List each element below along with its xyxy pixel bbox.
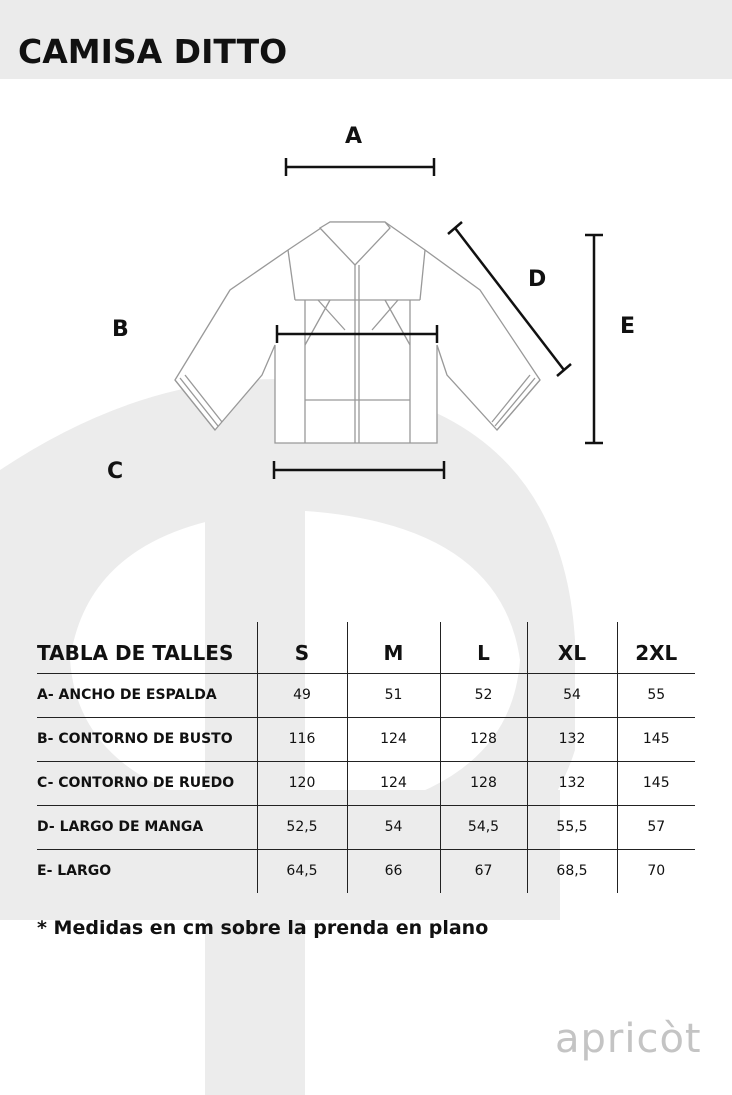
size-xl: XL bbox=[526, 622, 617, 674]
cell: 128 bbox=[439, 717, 527, 762]
cell: 128 bbox=[439, 761, 527, 806]
cell: 145 bbox=[616, 717, 695, 762]
brand-logo: apricòt bbox=[555, 1016, 702, 1062]
cell: 68,5 bbox=[526, 849, 617, 893]
cell: 120 bbox=[256, 761, 347, 806]
label-d: D bbox=[528, 267, 547, 292]
cell: 67 bbox=[439, 849, 527, 893]
cell: 124 bbox=[346, 761, 440, 806]
cell: 54 bbox=[526, 673, 617, 718]
row-label: E- LARGO bbox=[37, 863, 112, 880]
size-l: L bbox=[439, 622, 527, 674]
cell: 55,5 bbox=[526, 805, 617, 850]
row-label: D- LARGO DE MANGA bbox=[37, 805, 257, 850]
cell: 132 bbox=[526, 717, 617, 762]
table-header: TABLA DE TALLES bbox=[37, 622, 257, 674]
cell: 54,5 bbox=[439, 805, 527, 850]
label-a: A bbox=[345, 124, 363, 149]
row-label: B- CONTORNO DE BUSTO bbox=[37, 717, 257, 762]
row-label: A- ANCHO DE ESPALDA bbox=[37, 673, 257, 718]
cell: 49 bbox=[256, 673, 347, 718]
cell: 54 bbox=[346, 805, 440, 850]
cell: 116 bbox=[256, 717, 347, 762]
table-header-row: TABLA DE TALLES S M L XL 2XL bbox=[37, 622, 695, 674]
page-title: CAMISA DITTO bbox=[18, 32, 288, 71]
cell: 145 bbox=[616, 761, 695, 806]
cell: 124 bbox=[346, 717, 440, 762]
label-e: E bbox=[620, 314, 636, 339]
cell: 70 bbox=[616, 849, 695, 893]
cell: 57 bbox=[616, 805, 695, 850]
label-b: B bbox=[112, 317, 129, 342]
size-m: M bbox=[346, 622, 440, 674]
size-table: TABLA DE TALLES S M L XL 2XL A- ANCHO DE… bbox=[37, 622, 695, 893]
size-s: S bbox=[256, 622, 347, 674]
measurement-note: * Medidas en cm sobre la prenda en plano bbox=[37, 917, 489, 939]
size-2xl: 2XL bbox=[616, 622, 695, 674]
cell: 64,5 bbox=[256, 849, 347, 893]
cell: 51 bbox=[346, 673, 440, 718]
cell: 66 bbox=[346, 849, 440, 893]
garment-diagram bbox=[174, 158, 603, 479]
cell: 52 bbox=[439, 673, 527, 718]
row-label: C- CONTORNO DE RUEDO bbox=[37, 761, 257, 806]
label-c: C bbox=[107, 459, 124, 484]
cell: 52,5 bbox=[256, 805, 347, 850]
cell: 132 bbox=[526, 761, 617, 806]
cell: 55 bbox=[616, 673, 695, 718]
header-bar bbox=[0, 0, 732, 79]
